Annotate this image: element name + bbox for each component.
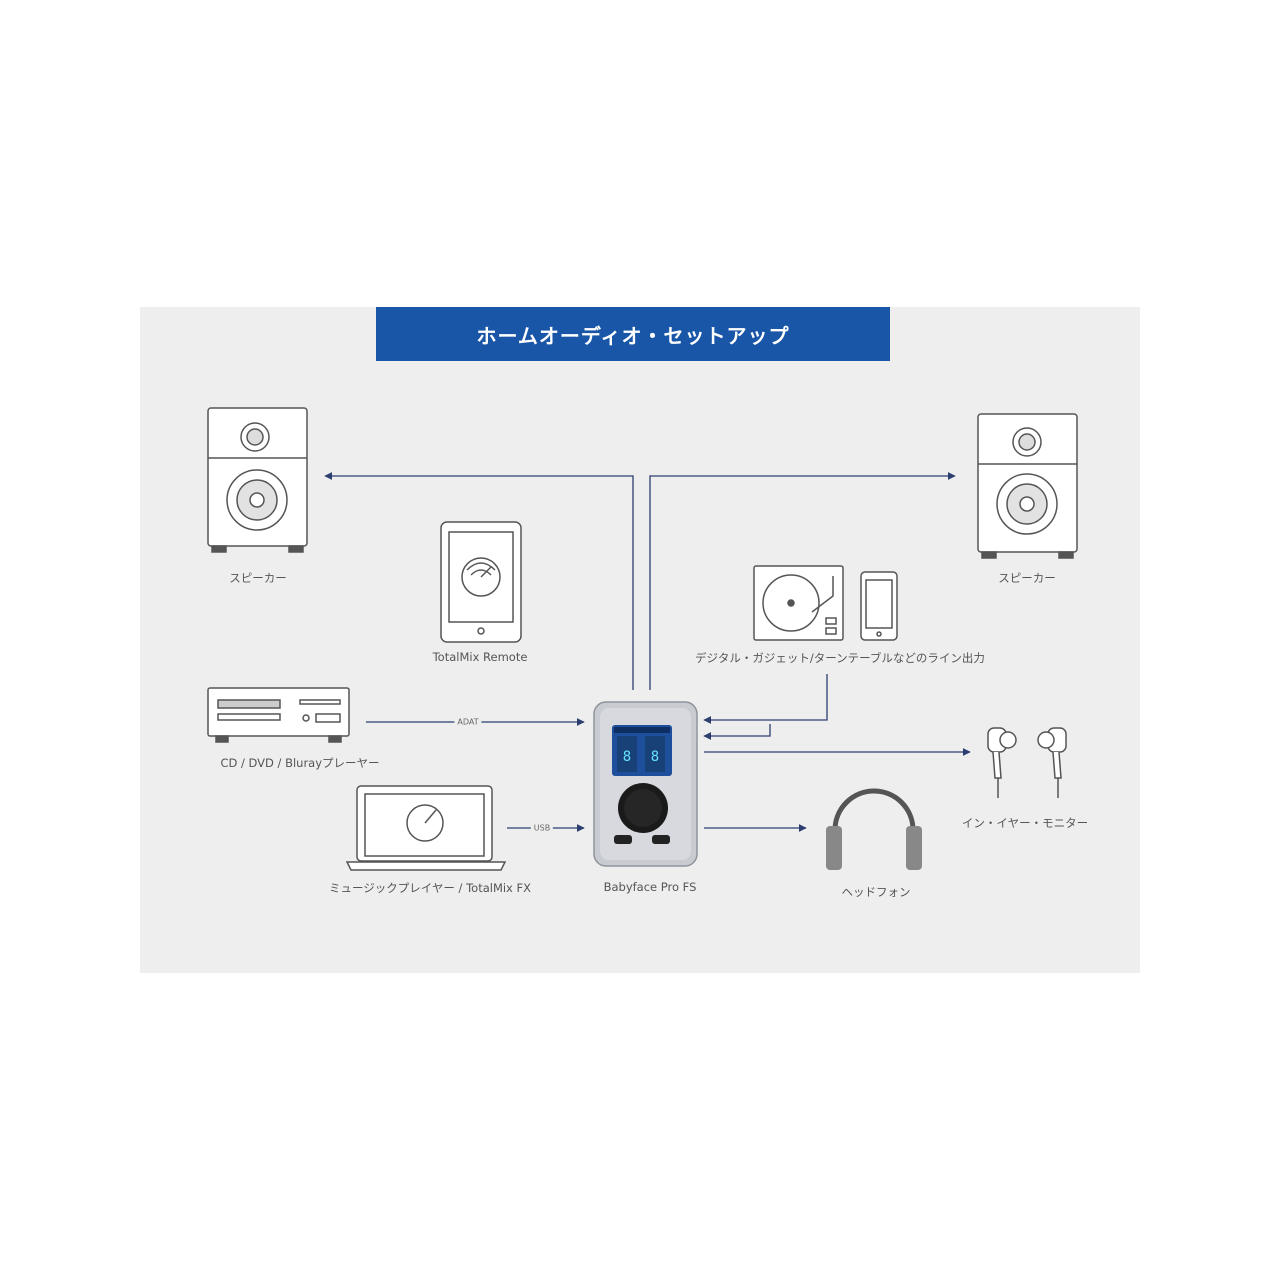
- headphones-icon: [826, 788, 922, 870]
- svg-text:8: 8: [623, 749, 631, 765]
- svg-text:8: 8: [651, 749, 659, 765]
- adat-label: ADAT: [454, 717, 482, 727]
- tablet-label: TotalMix Remote: [432, 650, 528, 664]
- line-to-speaker-right: [649, 472, 956, 690]
- line-sources-1: [703, 674, 828, 724]
- iem-label: イン・イヤー・モニター: [961, 816, 1089, 830]
- phone-icon: [860, 571, 898, 641]
- headphones-label: ヘッドフォン: [841, 885, 911, 899]
- line-sources-2: [703, 724, 771, 740]
- tablet-icon: [440, 521, 522, 643]
- earphones-icon: [987, 727, 1067, 798]
- interface-label: Babyface Pro FS: [603, 880, 697, 894]
- usb-label: USB: [530, 823, 554, 833]
- line-to-speaker-left: [324, 472, 634, 690]
- speaker-icon: [207, 407, 308, 553]
- disc-player-icon: [207, 687, 350, 743]
- sources-label: デジタル・ガジェット/ターンテーブルなどのライン出力: [695, 651, 985, 665]
- speaker-icon: [977, 413, 1078, 559]
- turntable-icon: [753, 565, 844, 641]
- page-title: ホームオーディオ・セットアップ: [376, 307, 890, 361]
- player-label: CD / DVD / Blurayプレーヤー: [220, 756, 380, 770]
- speaker-left-label: スピーカー: [229, 571, 287, 585]
- audio-interface-icon: 8 8: [593, 701, 698, 867]
- laptop-icon: [345, 785, 507, 871]
- speaker-right-label: スピーカー: [998, 571, 1056, 585]
- laptop-label: ミュージックプレイヤー / TotalMix FX: [328, 881, 532, 895]
